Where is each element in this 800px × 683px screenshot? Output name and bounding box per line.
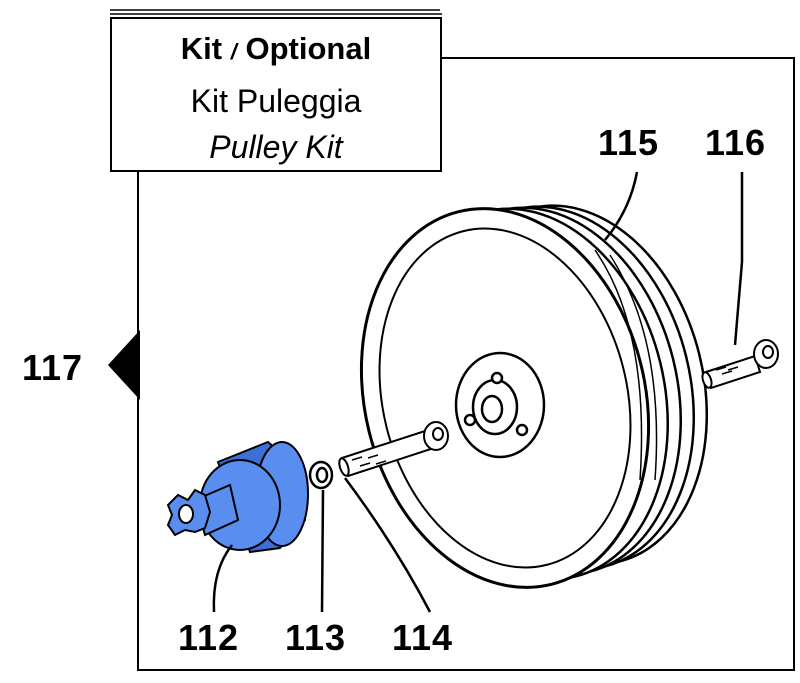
part-label-112: 112 (178, 617, 240, 658)
part-label-117: 117 (22, 347, 84, 388)
hub-hole-left (463, 413, 477, 427)
hub-hole-top (490, 371, 504, 385)
title-box: Kit / Optional Kit Puleggia Pulley Kit (110, 17, 442, 172)
bolt-116-shank (704, 354, 762, 390)
pinion-hub-112 (166, 440, 309, 554)
leader-112 (212, 544, 233, 613)
part-label-114: 114 (392, 617, 454, 658)
groove-shade-1 (594, 249, 643, 481)
kit-pointer-arrow (108, 330, 140, 400)
bolt-114 (338, 421, 449, 478)
pulley-center-hole (480, 394, 504, 424)
bolt-116-tip (701, 371, 713, 389)
title-kit-optional: Kit / Optional (112, 33, 440, 64)
title-separator: / (230, 39, 237, 64)
pulley-wheel (359, 204, 709, 589)
leader-113 (320, 489, 325, 613)
title-optional: Optional (245, 31, 372, 66)
title-kit: Kit (180, 31, 223, 66)
bolt-116-thread (715, 366, 739, 375)
hub-hole-right (515, 423, 529, 437)
leader-lines (212, 171, 744, 613)
leader-115 (604, 171, 639, 241)
bolt-116 (701, 339, 779, 390)
title-english: Pulley Kit (209, 129, 343, 165)
pinion-center (178, 504, 194, 524)
washer-113 (308, 460, 334, 490)
leader-114 (343, 477, 432, 613)
leader-116 (733, 172, 744, 346)
part-label-115: 115 (598, 122, 660, 163)
title-italian: Kit Puleggia (190, 83, 362, 119)
part-label-113: 113 (285, 617, 347, 658)
bolt-114-thread (351, 454, 387, 467)
bolt-116-socket (762, 345, 774, 359)
groove-shade-2 (609, 254, 658, 481)
bolt-114-socket (432, 427, 444, 441)
bolt-114-tip (338, 457, 350, 477)
washer-inner (315, 466, 329, 484)
part-label-116: 116 (705, 122, 767, 163)
